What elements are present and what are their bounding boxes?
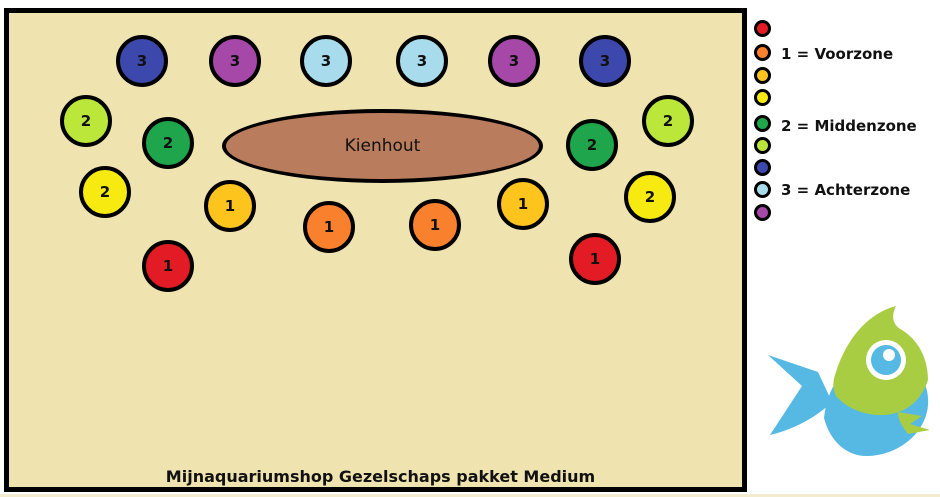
plant-mid-1: 2 (60, 95, 112, 147)
fish-icon (768, 306, 930, 457)
legend-label-achterzone: 3 = Achterzone (781, 181, 911, 199)
plant-front-2: 1 (303, 201, 355, 253)
plant-label: 1 (589, 250, 601, 268)
plant-label: 1 (517, 195, 529, 213)
plant-back-3: 3 (300, 35, 352, 87)
plant-front-3: 1 (409, 199, 461, 251)
plant-front-6: 1 (569, 233, 621, 285)
driftwood-label: Kienhout (344, 136, 421, 156)
legend-dot-yellow (754, 89, 771, 106)
legend-dot-red (754, 20, 771, 37)
plant-label: 2 (99, 183, 111, 201)
driftwood: Kienhout (222, 109, 543, 183)
plant-label: 3 (136, 52, 148, 70)
plant-label: 2 (586, 136, 598, 154)
plant-mid-5: 2 (79, 166, 131, 218)
plant-front-5: 1 (142, 240, 194, 292)
plant-back-5: 3 (488, 35, 540, 87)
legend-dot-amber (754, 67, 771, 84)
plant-mid-4: 2 (642, 95, 694, 147)
plant-back-2: 3 (209, 35, 261, 87)
plant-mid-3: 2 (566, 119, 618, 171)
legend-dot-green (754, 115, 771, 132)
plant-label: 2 (162, 134, 174, 152)
legend-label-middenzone: 2 = Middenzone (781, 117, 917, 135)
plant-label: 3 (416, 52, 428, 70)
legend-label-voorzone: 1 = Voorzone (781, 45, 894, 63)
plant-back-1: 3 (116, 35, 168, 87)
plant-label: 2 (662, 112, 674, 130)
plant-back-6: 3 (579, 35, 631, 87)
plant-label: 2 (644, 188, 656, 206)
plant-label: 1 (224, 197, 236, 215)
diagram-caption: Mijnaquariumshop Gezelschaps pakket Medi… (165, 467, 596, 486)
plant-mid-2: 2 (142, 117, 194, 169)
legend-dot-lime (754, 137, 771, 154)
plant-label: 3 (229, 52, 241, 70)
aquarium-layout: Kienhout 3 3 3 3 3 3 2 2 2 2 2 1 1 1 1 2… (4, 8, 747, 492)
plant-label: 3 (508, 52, 520, 70)
plant-label: 1 (162, 257, 174, 275)
legend-dot-purple (754, 204, 771, 221)
plant-label: 2 (80, 112, 92, 130)
plant-label: 3 (599, 52, 611, 70)
legend-dot-orange (754, 44, 771, 61)
plant-back-4: 3 (396, 35, 448, 87)
plant-label: 1 (429, 216, 441, 234)
legend-dot-blue (754, 159, 771, 176)
plant-front-1: 1 (204, 180, 256, 232)
plant-label: 3 (320, 52, 332, 70)
plant-mid-6: 2 (624, 171, 676, 223)
legend-dot-lightblue (754, 181, 771, 198)
bottom-divider (0, 494, 940, 497)
plant-label: 1 (323, 218, 335, 236)
plant-front-4: 1 (497, 178, 549, 230)
